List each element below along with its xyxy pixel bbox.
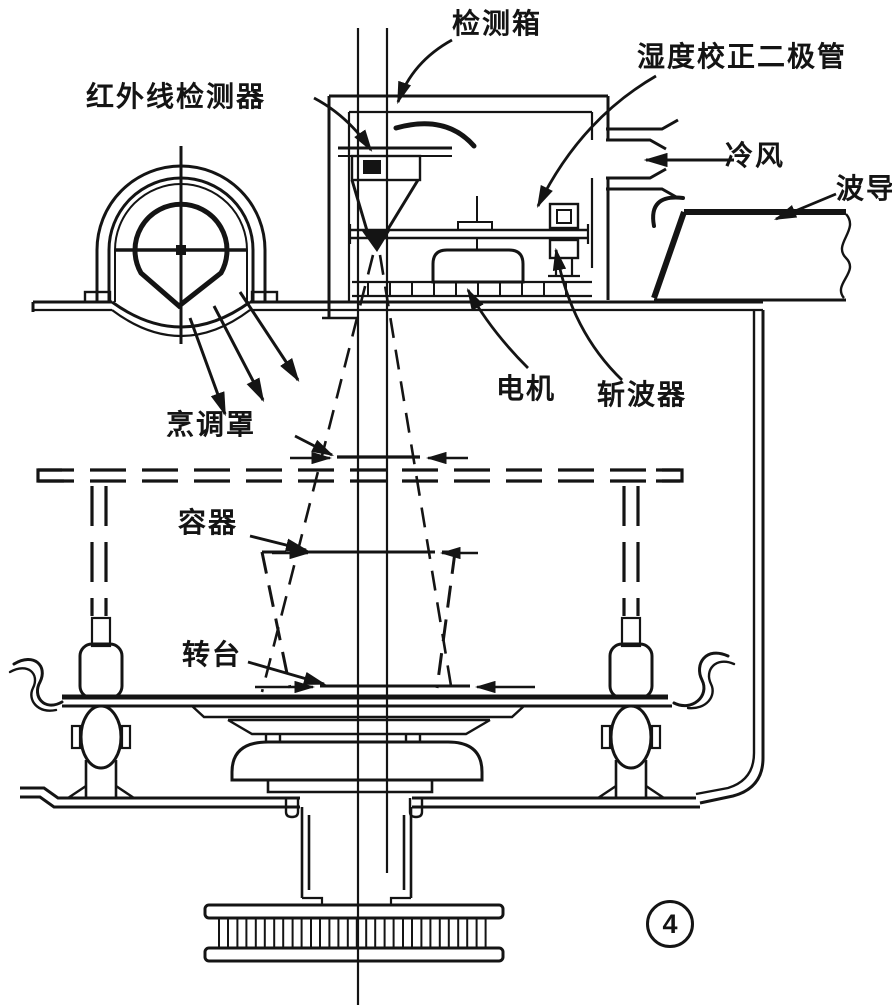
leader-lines xyxy=(247,38,837,686)
drive-pulley xyxy=(203,903,505,963)
tray-shelf xyxy=(8,651,736,712)
cover-leg-left xyxy=(90,486,108,616)
label-infrared-detector: 红外线检测器 xyxy=(86,81,267,112)
leader-container xyxy=(249,534,309,552)
microwave-arrows xyxy=(188,291,300,417)
cold-air-duct xyxy=(606,118,734,200)
infrared-detector-assembly xyxy=(338,121,477,252)
break-squiggle-left xyxy=(12,658,64,707)
cover-leg-right xyxy=(622,486,640,616)
leader-cooking-cover xyxy=(294,434,334,457)
label-detection-box: 检测箱 xyxy=(452,8,543,39)
turntable-line xyxy=(255,680,535,694)
leader-infrared-detector xyxy=(313,96,373,152)
waveguide-break xyxy=(839,213,852,299)
detection-cone xyxy=(260,254,454,693)
leader-waveguide xyxy=(773,192,837,221)
label-container: 容器 xyxy=(178,507,239,538)
roller-left xyxy=(64,616,138,800)
leader-detection-box xyxy=(396,38,453,105)
turntable-support xyxy=(191,705,525,905)
label-turntable: 转台 xyxy=(182,639,243,670)
label-waveguide: 波导 xyxy=(836,173,892,204)
motor-body xyxy=(431,248,525,284)
figure-number-badge: 4 xyxy=(646,900,694,948)
leader-chopper xyxy=(552,247,623,382)
center-axis-lines xyxy=(356,28,389,1005)
shaft-well xyxy=(300,807,413,898)
label-motor: 电机 xyxy=(496,373,557,404)
stirrer-dome xyxy=(83,146,300,417)
leader-motor xyxy=(466,288,529,369)
wave-guide-hook xyxy=(393,121,477,149)
motor-and-chopper xyxy=(348,195,685,284)
cavity-wall-and-floor xyxy=(20,310,765,809)
oven-ceiling xyxy=(31,300,763,337)
cooking-cover-lines xyxy=(36,451,684,616)
label-cold-air: 冷风 xyxy=(725,140,786,171)
label-humidity-correction-diode: 湿度校正二极管 xyxy=(637,41,848,72)
leader-turntable xyxy=(247,660,327,686)
chopper-unit xyxy=(548,202,580,278)
leader-humidity-diode xyxy=(536,74,657,209)
waveguide-duct xyxy=(651,209,852,302)
break-squiggle-right xyxy=(672,651,730,707)
label-cooking-cover: 烹调罩 xyxy=(166,409,257,440)
label-chopper: 斩波器 xyxy=(597,379,688,410)
roller-right xyxy=(594,616,668,800)
container-lines xyxy=(260,546,478,689)
figure-number: 4 xyxy=(662,908,678,939)
